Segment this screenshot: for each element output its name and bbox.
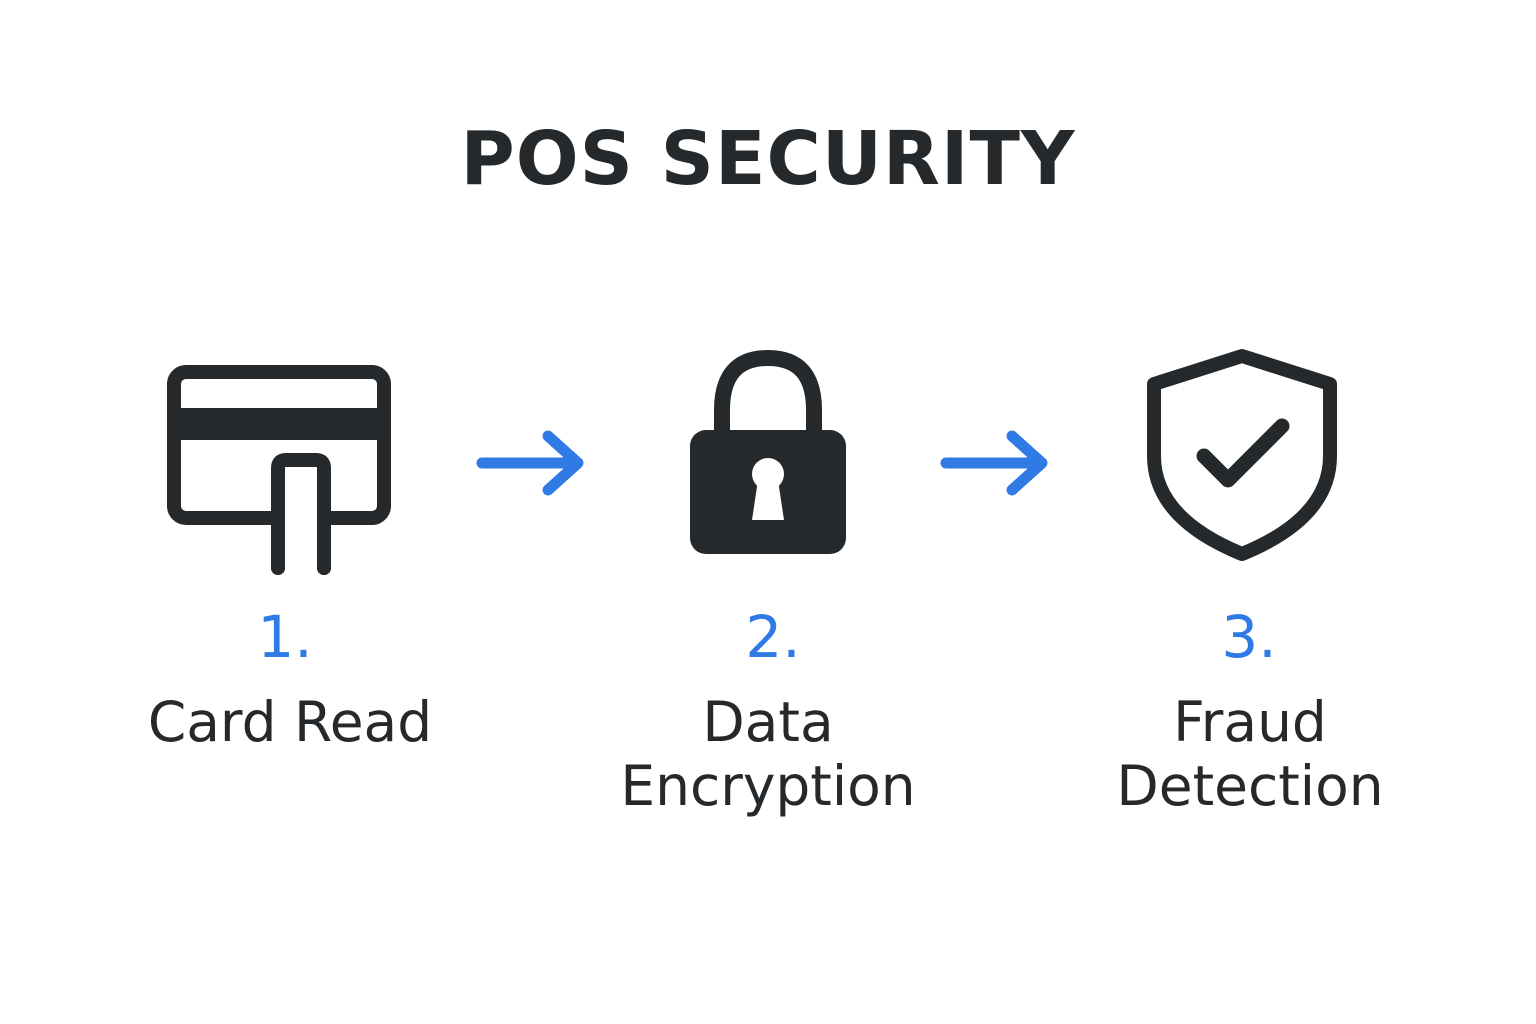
step-label-line: Data: [702, 690, 834, 754]
diagram-title: POS SECURITY: [460, 116, 1076, 202]
arrow-right-icon: [476, 430, 588, 496]
step-number-1: 1.: [257, 603, 313, 671]
arrow-right-icon: [940, 430, 1052, 496]
step-label-line: Fraud: [1173, 690, 1327, 754]
step-number-3: 3.: [1221, 603, 1277, 671]
step-label-data-encryption: Data Encryption: [548, 690, 988, 818]
step-label-line: Card Read: [147, 690, 433, 754]
padlock-icon: [688, 348, 848, 556]
step-number-2: 2.: [745, 603, 801, 671]
step-label-fraud-detection: Fraud Detection: [1030, 690, 1470, 818]
step-label-line: Encryption: [620, 754, 916, 818]
step-label-line: Detection: [1116, 754, 1384, 818]
credit-card-insert-icon: [166, 364, 392, 576]
step-label-card-read: Card Read: [70, 690, 510, 754]
shield-check-icon: [1146, 348, 1338, 562]
